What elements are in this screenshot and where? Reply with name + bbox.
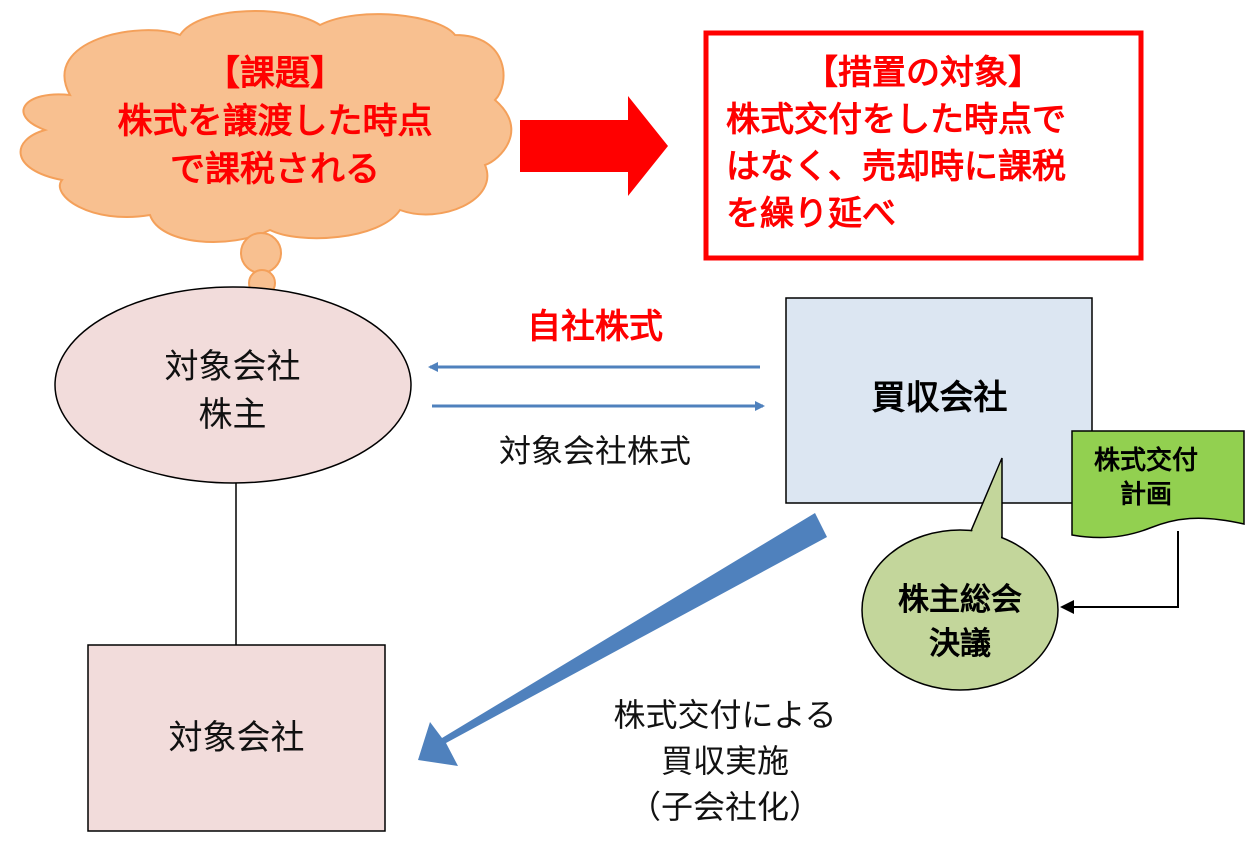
cloud-tail-large	[240, 232, 282, 274]
issue-line: 株式を譲渡した時点	[117, 102, 433, 142]
issue-line: で課税される	[169, 150, 380, 190]
measure-line: 株式交付をした時点で	[726, 100, 1066, 140]
measure-heading: 【措置の対象】	[804, 53, 1042, 93]
callout-ellipse	[861, 529, 1059, 691]
target-stock-label: 対象会社株式	[498, 432, 691, 470]
acquiring-company-box	[785, 297, 1093, 504]
shareholders-meeting-label: 株主総会 決議	[860, 578, 1060, 666]
target-shareholders-label: 対象会社 株主	[55, 343, 410, 439]
shareholders-line: 対象会社	[164, 347, 301, 387]
measure-box	[703, 30, 1144, 261]
target-shareholders-ellipse	[54, 286, 412, 484]
measure-line: を繰り延べ	[726, 194, 896, 234]
plan-line: 株式交付	[1093, 446, 1198, 476]
share-exchange-plan-label: 株式交付 計画	[1072, 444, 1220, 512]
shareholders-meeting-callout	[861, 457, 1059, 691]
acquiring-company-label: 買収会社	[871, 378, 1008, 418]
acquisition-arrow	[418, 513, 827, 766]
measure-line: はなく、売却時に課税	[726, 147, 1066, 187]
cloud-shape	[19, 10, 513, 243]
issue-thought-cloud	[19, 10, 513, 297]
meeting-line: 決議	[929, 626, 991, 662]
issue-heading: 【課題】	[204, 54, 345, 94]
shareholders-line: 株主	[198, 395, 267, 435]
share-exchange-plan-document	[1071, 430, 1245, 539]
target-company-box	[87, 644, 386, 832]
plan-line: 計画	[1119, 480, 1172, 510]
acquisition-line: （子会社化）	[628, 788, 821, 826]
acquisition-line: 株式交付による	[613, 696, 837, 734]
issue-text: 【課題】 株式を譲渡した時点 で課税される	[40, 50, 510, 194]
callout-pointer-fill	[966, 462, 1001, 548]
own-stock-label: 自社株式	[527, 307, 663, 347]
plan-to-meeting-arrow	[1060, 531, 1179, 614]
measure-text: 【措置の対象】 株式交付をした時点で はなく、売却時に課税 を繰り延べ	[708, 50, 1138, 238]
acquisition-line: 買収実施	[660, 742, 789, 780]
target-company-label: 対象会社	[168, 718, 305, 758]
acquisition-label: 株式交付による 買収実施 （子会社化）	[560, 692, 890, 830]
meeting-line: 株主総会	[898, 582, 1022, 618]
big-red-arrow	[520, 96, 668, 196]
